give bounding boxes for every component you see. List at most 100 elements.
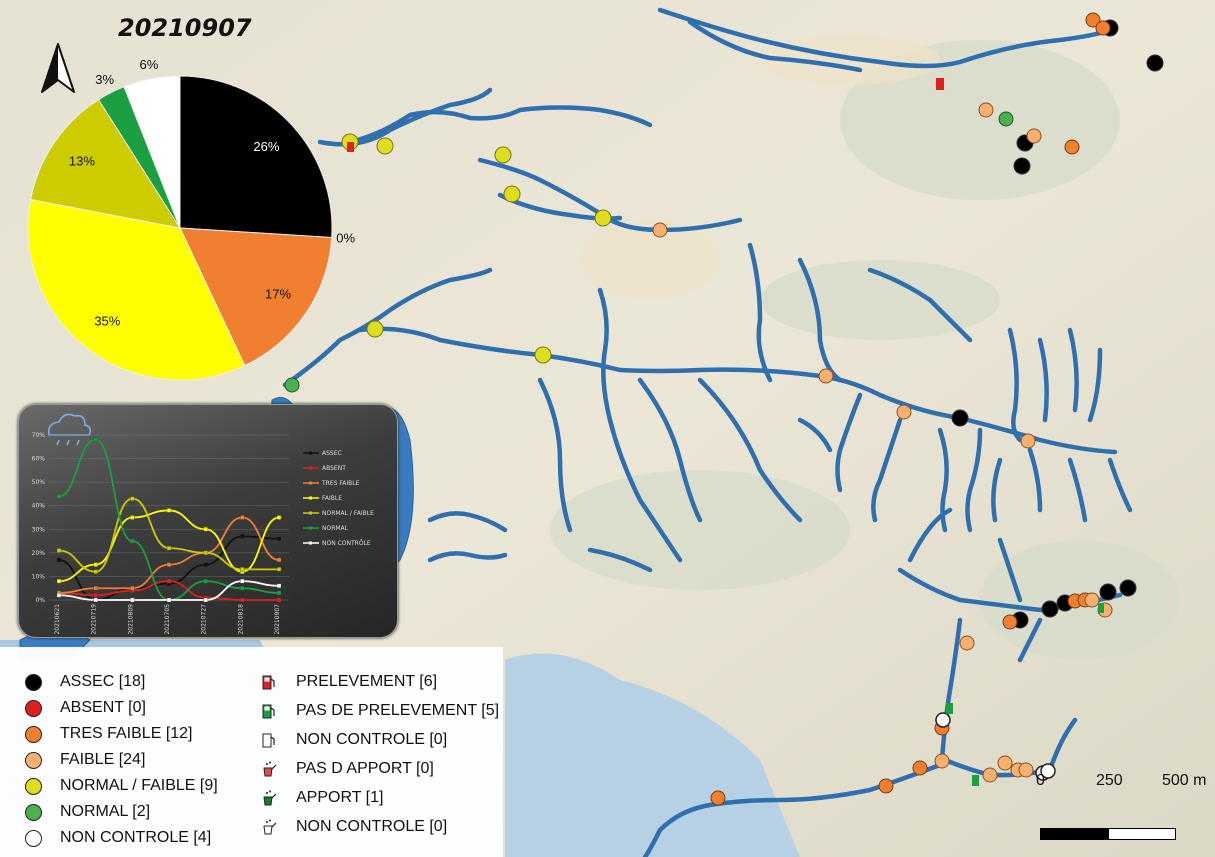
chart-legend-label: ASSEC xyxy=(322,450,342,457)
y-tick-label: 40% xyxy=(32,503,46,510)
legend-label: NORMAL [2] xyxy=(60,803,151,820)
legend-label: FAIBLE [24] xyxy=(60,751,146,768)
fuel-pump-green-icon xyxy=(262,704,275,719)
data-point xyxy=(166,578,172,584)
legend-item: NON CONTROLE [4] xyxy=(18,825,211,851)
rain-cloud-icon xyxy=(47,413,92,446)
y-tick-label: 10% xyxy=(32,573,46,580)
chart-legend-label: NON CONTRÔLE xyxy=(322,540,371,547)
x-tick-label: 20210818 xyxy=(237,604,244,635)
data-point xyxy=(203,527,208,532)
chart-legend-marker xyxy=(309,451,312,455)
legend-item: PAS D APPORT [0] xyxy=(254,756,434,782)
pie-slice-label: 0% xyxy=(336,230,355,245)
fuel-pump-red-icon xyxy=(262,675,275,690)
status-dot-icon xyxy=(24,777,42,795)
watering-can-red-icon xyxy=(263,761,277,777)
status-dot-icon xyxy=(24,673,42,691)
scale-label-250: 250 xyxy=(1096,772,1123,789)
legend-item: PRELEVEMENT [6] xyxy=(254,669,437,695)
x-tick-label: 20210621 xyxy=(54,604,61,635)
data-point xyxy=(166,545,172,551)
legend-label: NON CONTROLE [0] xyxy=(296,818,448,835)
legend-label: ABSENT [0] xyxy=(60,699,146,716)
legend-label: TRES FAIBLE [12] xyxy=(60,725,193,742)
legend-item: FAIBLE [24] xyxy=(18,747,145,773)
data-point xyxy=(240,586,245,591)
scale-segment-white xyxy=(1108,828,1176,840)
legend-label: ASSEC [18] xyxy=(60,673,146,690)
data-point xyxy=(166,508,172,513)
chart-legend-marker xyxy=(309,496,312,500)
legend-label: PRELEVEMENT [6] xyxy=(296,673,438,690)
data-point xyxy=(166,562,172,567)
y-tick-label: 50% xyxy=(32,479,46,486)
chart-legend-marker xyxy=(309,541,312,545)
scale-label-0: 0 xyxy=(1036,772,1045,789)
legend-label: NON CONTROLE [0] xyxy=(296,731,448,748)
status-dot-icon xyxy=(24,725,42,743)
data-point xyxy=(56,578,62,584)
status-dot-icon xyxy=(24,699,42,717)
legend-item: TRES FAIBLE [12] xyxy=(18,721,193,747)
x-tick-label: 20210719 xyxy=(91,604,98,635)
stations-normal-faible[interactable] xyxy=(341,133,612,364)
pie-slice-label: 6% xyxy=(139,60,158,72)
data-point xyxy=(56,557,62,563)
chart-legend-label: ABSENT xyxy=(322,465,346,472)
pie-slice xyxy=(179,75,333,239)
chart-legend-marker xyxy=(309,481,312,485)
pie-slice-label: 35% xyxy=(94,314,120,329)
data-point xyxy=(276,597,282,603)
stations-normal[interactable] xyxy=(284,111,1014,393)
legend-label: APPORT [1] xyxy=(296,789,384,806)
status-dot-icon xyxy=(24,829,42,847)
legend-item: PAS DE PRELEVEMENT [5] xyxy=(254,698,499,724)
pie-chart: 26%0%17%35%13%3%6% xyxy=(27,60,356,381)
data-point xyxy=(93,437,98,442)
legend-label: PAS DE PRELEVEMENT [5] xyxy=(296,702,500,719)
legend-item: NORMAL / FAIBLE [9] xyxy=(18,773,218,799)
legend-label: PAS D APPORT [0] xyxy=(296,760,434,777)
data-point xyxy=(240,567,245,572)
data-point xyxy=(166,597,172,603)
series-line xyxy=(58,438,280,601)
status-dot-icon xyxy=(24,803,42,821)
data-point xyxy=(56,494,62,499)
data-point xyxy=(203,562,208,567)
map-legend: ASSEC [18] ABSENT [0] TRES FAIBLE [12] FAIB… xyxy=(0,647,503,857)
data-point xyxy=(240,597,245,603)
data-point xyxy=(276,515,282,520)
data-point xyxy=(93,586,98,591)
chart-legend-marker xyxy=(309,466,312,470)
stations-faible[interactable] xyxy=(652,102,1113,783)
y-tick-label: 0% xyxy=(35,597,45,604)
data-point xyxy=(130,496,135,501)
north-arrow-icon xyxy=(41,43,75,93)
pie-slice-label: 13% xyxy=(69,153,95,168)
x-tick-label: 20210705 xyxy=(164,604,171,635)
stations-non-controle[interactable] xyxy=(935,712,1056,781)
data-point xyxy=(276,583,282,589)
prelevement-markers[interactable] xyxy=(347,78,1104,786)
legend-label: NON CONTROLE [4] xyxy=(60,829,212,846)
pie-slice xyxy=(30,98,182,229)
legend-item: NON CONTROLE [0] xyxy=(254,814,447,840)
data-point xyxy=(130,515,135,520)
fuel-pump-outline-icon xyxy=(262,733,275,748)
legend-item: NORMAL [2] xyxy=(18,799,150,825)
series-line xyxy=(58,535,280,601)
y-tick-label: 30% xyxy=(32,526,46,533)
data-point xyxy=(276,567,282,572)
data-point xyxy=(276,536,282,541)
chart-legend-marker xyxy=(309,526,312,530)
pie-slice-label: 17% xyxy=(265,287,291,302)
chart-legend-label: FAIBLE xyxy=(322,495,342,502)
chart-legend-marker xyxy=(309,511,312,515)
data-point xyxy=(203,550,208,556)
data-point xyxy=(130,597,135,603)
y-tick-label: 20% xyxy=(32,550,46,557)
chart-legend-label: TRES FAIBLE xyxy=(321,480,360,487)
